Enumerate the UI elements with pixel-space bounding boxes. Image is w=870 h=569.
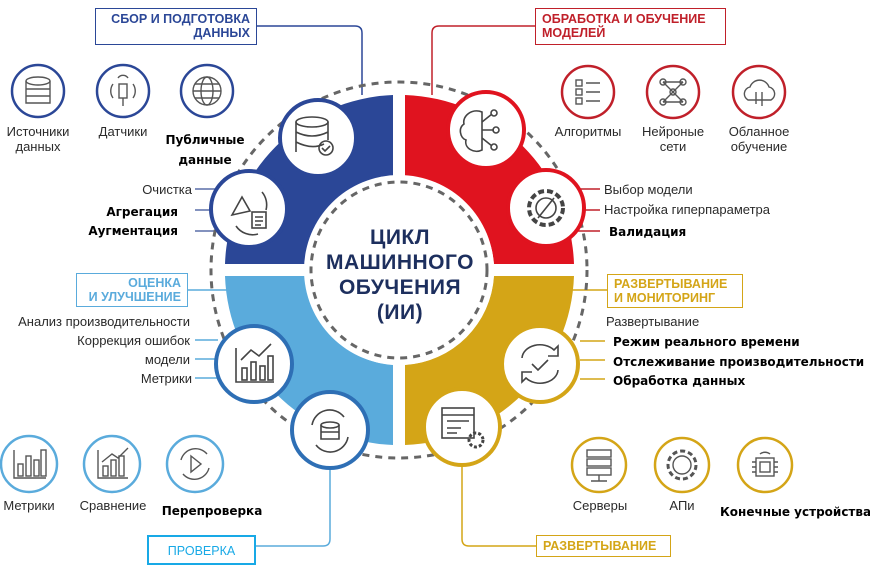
label-line: обучение	[730, 139, 788, 154]
server-icon	[586, 449, 612, 482]
deploy-bottom-label: РАЗВЕРТЫВАНИЕ	[536, 535, 671, 557]
step-label: Агрегация	[106, 205, 178, 219]
inner-dashed-ring	[309, 180, 489, 360]
brain-network-icon	[459, 109, 500, 153]
label-line: Источники	[6, 124, 70, 139]
list-icon	[575, 79, 600, 105]
title-line: И УЛУЧШЕНИЕ	[88, 290, 181, 304]
step-label: Коррекция ошибок	[77, 333, 190, 348]
label-line: Публичные	[165, 133, 245, 147]
process-icon	[230, 191, 268, 236]
label-line: Нейроные	[641, 124, 705, 139]
title-line: ОЦЕНКА	[128, 276, 181, 290]
step-label: Аугментация	[88, 224, 178, 238]
title-line: ОБРАБОТКА И ОБУЧЕНИЕ	[542, 12, 706, 26]
step-label: Анализ производительности	[18, 314, 190, 329]
source-label: Публичные данные	[165, 130, 245, 170]
step-label: Очистка	[142, 182, 192, 197]
connector-deploy-bottom	[461, 465, 536, 547]
growth-chart-icon	[235, 343, 274, 383]
deploy-item-label: Конечные устройства	[720, 505, 870, 519]
api-icon	[666, 449, 698, 481]
gear-compass-icon	[527, 189, 565, 227]
eval-item-label: Сравнение	[79, 498, 147, 513]
connector-check	[255, 468, 331, 547]
title-line: И МОНИТОРИНГ	[614, 291, 716, 305]
step-label: Выбор модели	[604, 182, 693, 197]
database-sync-icon	[311, 409, 349, 453]
label-line: данных	[15, 139, 61, 154]
web-settings-icon	[441, 407, 485, 449]
label-line: данные	[178, 153, 232, 167]
eval-item-label: Перепроверка	[161, 504, 263, 518]
step-label: Отслеживание производительности	[613, 355, 865, 369]
connector-data	[257, 25, 363, 95]
model-item-label: Алгоритмы	[554, 124, 622, 139]
label-line: Обланное	[728, 124, 790, 139]
trend-chart-icon	[97, 447, 129, 479]
replay-icon	[180, 448, 210, 480]
eval-item-label: Метрики	[3, 498, 55, 513]
deploy-item-label: Серверы	[572, 498, 628, 513]
check-label: ПРОВЕРКА	[147, 535, 256, 565]
title-line: МОДЕЛЕЙ	[542, 26, 606, 40]
step-label: Метрики	[140, 371, 192, 386]
center-title-line: МАШИННОГО	[326, 251, 474, 274]
database-check-icon	[295, 116, 334, 156]
title-line: ДАННЫХ	[193, 26, 250, 40]
neural-network-icon	[659, 78, 687, 106]
chip-icon	[752, 451, 778, 477]
step-label: Режим реального времени	[613, 335, 800, 349]
bar-chart-icon	[13, 449, 47, 479]
globe-icon	[192, 76, 222, 106]
step-label: Валидация	[609, 225, 687, 239]
deploy-item-label: АПи	[669, 498, 695, 513]
center-title: ЦИКЛ МАШИННОГО ОБУЧЕНИЯ (ИИ)	[310, 225, 490, 325]
step-label: модели	[144, 352, 190, 367]
title-line: СБОР И ПОДГОТОВКА	[111, 12, 250, 26]
sensor-icon	[110, 74, 136, 106]
step-label: Настройка гиперпараметра	[604, 202, 770, 217]
database-icon	[25, 76, 51, 104]
step-label: Обработка данных	[613, 374, 746, 388]
deploy-subtitle: Развертывание	[606, 314, 700, 329]
title-line: РАЗВЕРТЫВАНИЕ	[614, 277, 728, 291]
outer-dashed-ring	[209, 80, 589, 460]
connector-model	[431, 25, 535, 95]
sync-check-icon	[521, 343, 559, 385]
source-label: Датчики	[98, 124, 148, 139]
center-title-line: ОБУЧЕНИЯ	[338, 276, 462, 299]
label-line: сети	[659, 139, 687, 154]
center-title-line: ЦИКЛ	[370, 226, 430, 249]
center-title-line: (ИИ)	[376, 301, 424, 324]
cloud-icon	[743, 79, 776, 106]
